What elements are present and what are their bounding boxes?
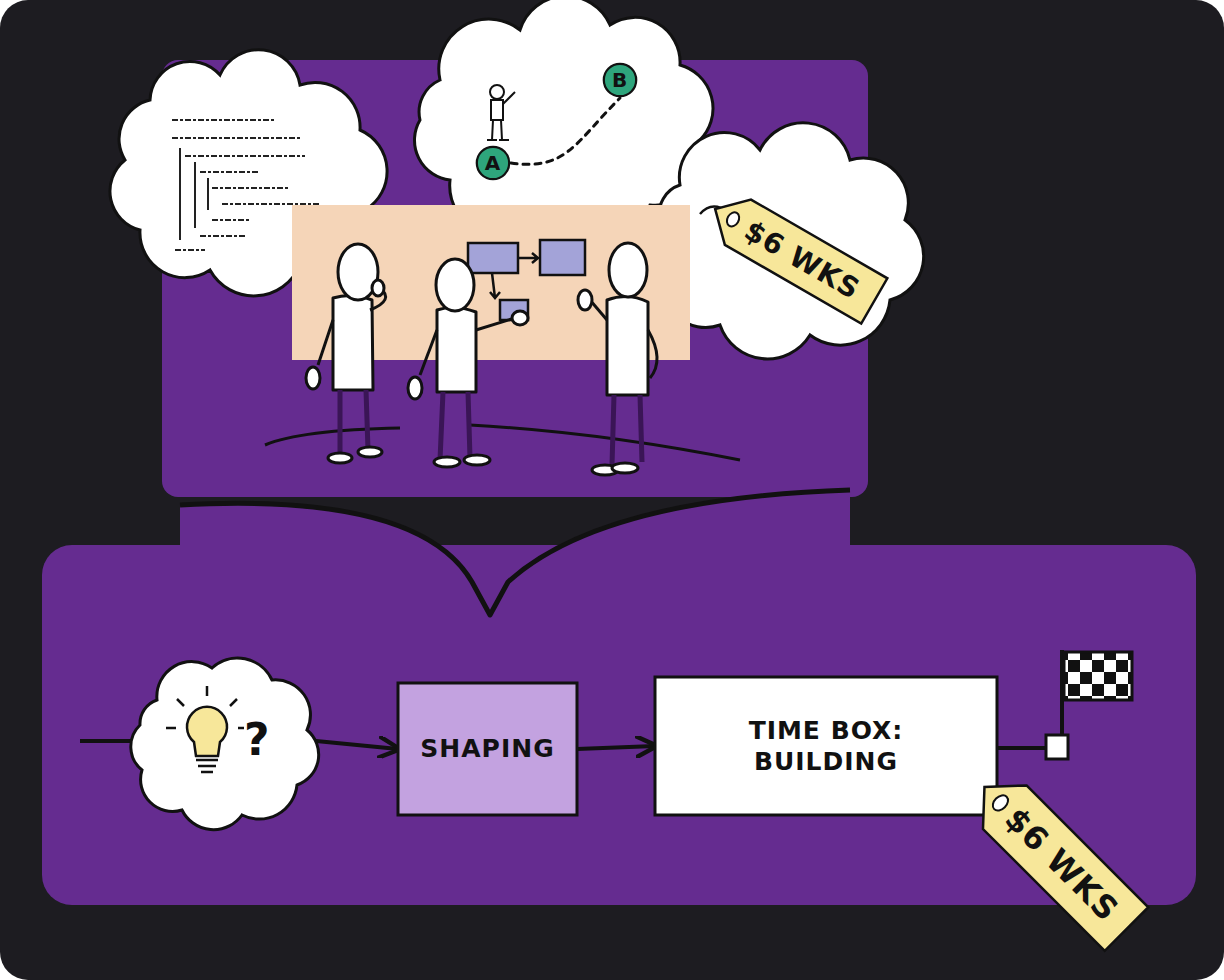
point-circle: A xyxy=(475,145,511,181)
cost-cloud xyxy=(649,123,924,359)
finish-flag xyxy=(1064,652,1132,700)
box-fill xyxy=(655,677,997,815)
tag-hole xyxy=(989,792,1010,813)
circle-fill xyxy=(477,147,509,179)
process-box: SHAPING xyxy=(398,683,577,815)
tag-fill xyxy=(962,765,1148,951)
node-label: SHAPING xyxy=(420,733,554,764)
flag-line xyxy=(997,746,1046,750)
connector xyxy=(511,98,620,164)
zoom-pointer xyxy=(180,490,850,615)
connector xyxy=(577,746,655,749)
node-label: ? xyxy=(244,712,271,767)
light-rays xyxy=(166,686,244,728)
team-people xyxy=(306,243,657,475)
cloud-fill xyxy=(131,658,319,830)
node-label: A xyxy=(485,151,501,176)
zoom-pointer-outline xyxy=(180,490,850,615)
node-label: B xyxy=(612,68,628,93)
lightbulb xyxy=(187,707,227,756)
circle-fill xyxy=(604,64,636,96)
box-fill xyxy=(398,683,577,815)
pointing-person xyxy=(487,85,515,140)
code-brackets xyxy=(180,148,208,240)
lightbulb-base xyxy=(196,760,218,772)
flag-base xyxy=(1046,735,1068,759)
process-box: TIME BOX: BUILDING xyxy=(655,677,997,815)
tag-fill xyxy=(702,186,887,323)
process-box-outline xyxy=(655,677,997,815)
whiteboard-sketch xyxy=(468,240,585,320)
tag-hole xyxy=(725,210,742,229)
connector xyxy=(306,740,398,749)
point-circle: B xyxy=(602,62,638,98)
idea-cloud-outline xyxy=(132,660,312,820)
idea-cloud: ? xyxy=(132,660,312,820)
node-label: TIME BOX: BUILDING xyxy=(711,715,941,778)
